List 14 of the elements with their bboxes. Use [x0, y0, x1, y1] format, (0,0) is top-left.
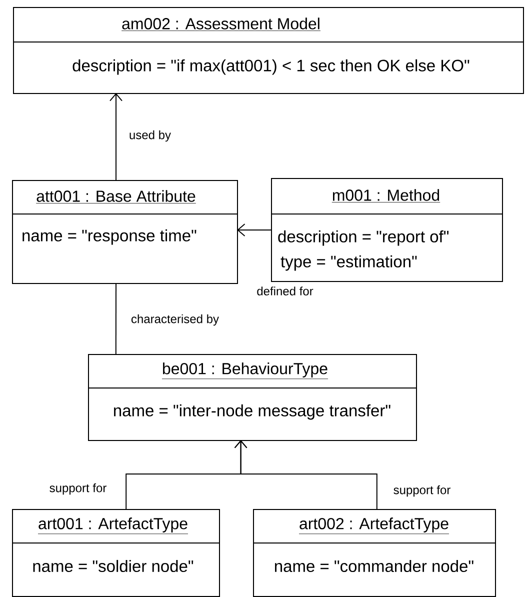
- object-box: att001 : Base Attribute name = "response time": [12, 180, 238, 284]
- object-box: art002 : ArtefactType name = "commander node": [252, 509, 496, 597]
- object-box: art001 : ArtefactType name = "soldier node": [12, 509, 220, 597]
- edge-label: support for: [48, 482, 108, 496]
- arrow: [110, 93, 122, 180]
- edge-label: defined for: [256, 286, 314, 296]
- object-box: am002 : Assessment Model description = "if max(att001) < 1 sec then OK else KO": [12, 7, 524, 94]
- edge-label: support for: [392, 484, 452, 498]
- edge-label: used by: [128, 129, 172, 143]
- arrow: [234, 440, 378, 510]
- object-box: m001 : Method description = "report of" type = "estimation": [270, 178, 503, 282]
- arrow: [237, 224, 272, 236]
- edge-label: characterised by: [130, 313, 220, 327]
- object-box: be001 : BehaviourType name = "inter-node message transfer": [88, 354, 417, 441]
